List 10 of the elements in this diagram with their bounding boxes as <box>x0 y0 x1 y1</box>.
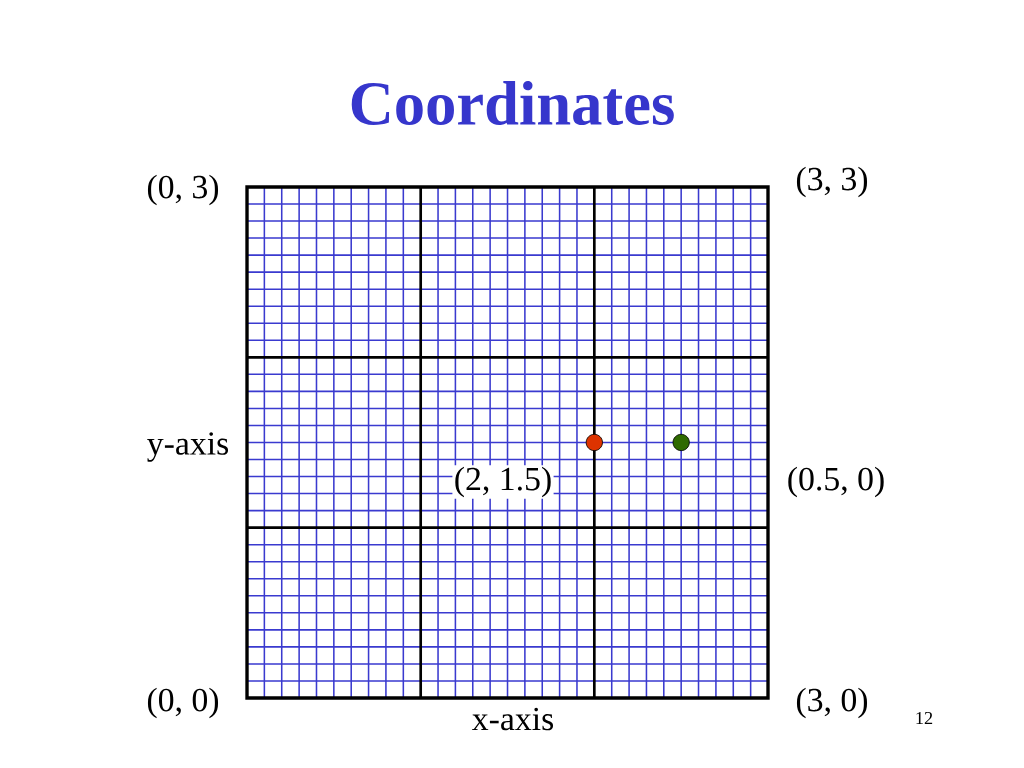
title: Coordinates <box>351 81 674 125</box>
coordinate-label: (0, 3) <box>147 174 219 206</box>
coordinate-label: (3, 0) <box>796 687 868 719</box>
coordinate-label: x-axis <box>472 707 553 731</box>
coordinate-label: (0, 0) <box>147 687 219 719</box>
coordinate-label: y-axis <box>147 432 228 462</box>
coordinate-label: 12 <box>916 711 933 725</box>
coordinate-label: (2, 1.5) <box>452 465 554 499</box>
coordinate-label: (0.5, 0) <box>788 466 884 498</box>
coordinate-label: (3, 3) <box>796 166 868 198</box>
